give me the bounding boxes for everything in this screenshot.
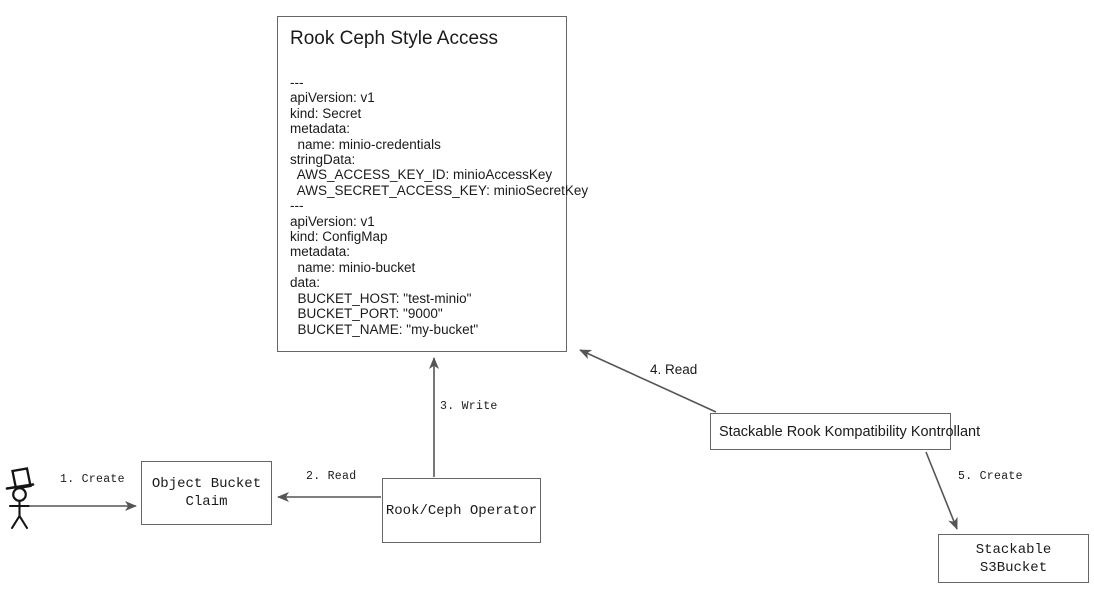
- node-rook-ceph-operator-label: Rook/Ceph Operator: [385, 502, 538, 519]
- node-object-bucket-claim[interactable]: Object Bucket Claim: [141, 461, 272, 525]
- edge-label-2-read: 2. Read: [306, 470, 357, 483]
- node-rook-ceph-operator[interactable]: Rook/Ceph Operator: [382, 478, 541, 543]
- yaml-panel: Rook Ceph Style Access --- apiVersion: v…: [277, 16, 589, 352]
- node-stackable-s3bucket[interactable]: Stackable S3Bucket: [938, 534, 1089, 583]
- edge-label-3-write: 3. Write: [440, 400, 498, 413]
- yaml-panel-title: Rook Ceph Style Access: [290, 28, 499, 49]
- actor-stick-figure-icon: [5, 467, 35, 530]
- node-stackable-rook-kompatibility-kontrollant[interactable]: Stackable Rook Kompatibility Kontrollant: [710, 413, 980, 450]
- yaml-panel-body: --- apiVersion: v1 kind: Secret metadata…: [290, 75, 589, 337]
- edge-4-read-arrow: [579, 349, 717, 413]
- node-kontrollant-label: Stackable Rook Kompatibility Kontrollant: [719, 423, 981, 440]
- edge-label-4-read: 4. Read: [650, 362, 698, 377]
- node-object-bucket-claim-label: Object Bucket Claim: [151, 476, 262, 510]
- edge-label-5-create: 5. Create: [958, 470, 1023, 483]
- edge-5-create-arrow: [925, 451, 958, 530]
- node-stackable-s3bucket-label: Stackable S3Bucket: [975, 541, 1052, 576]
- edge-label-1-create: 1. Create: [60, 473, 125, 486]
